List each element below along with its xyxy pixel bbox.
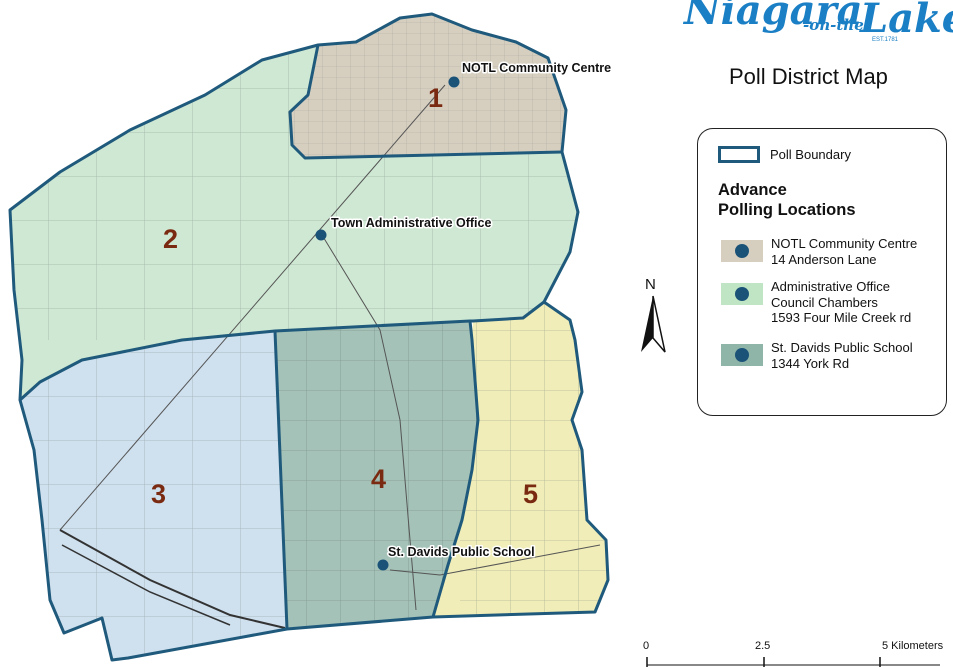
svg-text:Lake: Lake: [859, 0, 953, 42]
svg-text:EST.1781: EST.1781: [872, 37, 899, 43]
st-davids-public-school-marker[interactable]: [377, 559, 389, 571]
svg-text:-on-the-: -on-the-: [803, 16, 870, 34]
poll-boundary-swatch: [718, 146, 760, 163]
legend-item-st-davids-public-school: St. Davids Public School 1344 York Rd: [721, 340, 913, 371]
road-network: [10, 14, 608, 660]
poll-boundary-label: Poll Boundary: [770, 147, 851, 162]
legend-item-1-line-1: NOTL Community Centre: [771, 236, 918, 251]
district-1-number: 1: [428, 83, 443, 113]
marker-icon: [735, 244, 749, 258]
legend-item-2-line-3: 1593 Four Mile Creek rd: [771, 310, 912, 325]
scale-label-0: 0: [643, 640, 650, 652]
scale-label-2-5: 2.5: [755, 640, 771, 652]
north-arrow: N: [635, 276, 671, 354]
legend-item-3-line-1: St. Davids Public School: [771, 340, 913, 355]
scale-bar-line: [646, 657, 940, 667]
district-4-number: 4: [371, 464, 386, 494]
marker-icon: [735, 348, 749, 362]
district-2-number: 2: [163, 224, 178, 254]
legend-item-2-line-1: Administrative Office: [771, 279, 890, 294]
town-administrative-office-label: Town Administrative Office: [331, 216, 491, 230]
legend: Poll Boundary Advance Polling Locations …: [697, 128, 947, 416]
map-title: Poll District Map: [729, 64, 888, 89]
notl-community-centre-label: NOTL Community Centre: [462, 61, 611, 75]
legend-item-3-line-2: 1344 York Rd: [771, 355, 850, 371]
notl-community-centre-marker[interactable]: [448, 76, 460, 88]
legend-heading: Advance Polling Locations: [718, 180, 856, 220]
legend-swatch-2: [721, 283, 763, 305]
legend-swatch-3: [721, 344, 763, 366]
legend-item-administrative-office: Administrative Office Council Chambers 1…: [721, 279, 911, 326]
poll-boundaries: [8, 12, 610, 662]
marker-icon: [735, 287, 749, 301]
legend-swatch-1: [721, 240, 763, 262]
scale-bar: 0 2.5 5 Kilometers: [640, 640, 953, 667]
st-davids-public-school-label: St. Davids Public School: [388, 545, 535, 559]
legend-heading-line2: Polling Locations: [718, 201, 856, 219]
legend-heading-line1: Advance: [718, 181, 787, 199]
scale-label-5: 5 Kilometers: [882, 640, 944, 652]
district-5-number: 5: [523, 479, 538, 509]
district-3-number: 3: [151, 479, 166, 509]
town-administrative-office-marker[interactable]: [315, 229, 327, 241]
north-arrow-icon: [641, 295, 666, 353]
legend-item-notl-community-centre: NOTL Community Centre 14 Anderson Lane: [721, 236, 917, 267]
legend-item-1-line-2: 14 Anderson Lane: [771, 251, 877, 267]
legend-item-2-line-2: Council Chambers: [771, 294, 878, 310]
svg-text:Niagara: Niagara: [682, 0, 863, 34]
north-label: N: [645, 276, 656, 293]
legend-poll-boundary: Poll Boundary: [718, 146, 851, 163]
town-logo: Niagara -on-the- Lake EST.1781: [682, 0, 953, 43]
